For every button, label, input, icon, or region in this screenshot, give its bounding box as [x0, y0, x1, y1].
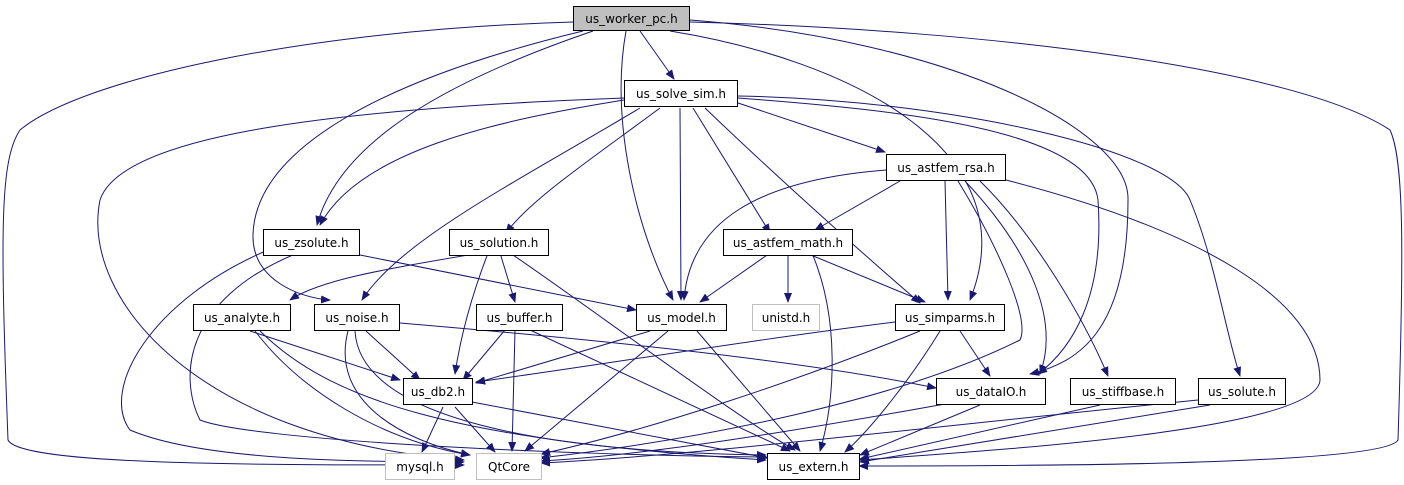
edge-astfem-rsa-to-qtcore	[539, 180, 1023, 461]
edge-db2-to-extern	[471, 401, 769, 461]
node-us-db2[interactable]: us_db2.h	[403, 378, 473, 405]
edge-model-to-qtcore	[524, 330, 669, 452]
edge-solution-to-buffer	[499, 252, 517, 303]
edge-solve-sim-to-dataio	[737, 97, 1100, 375]
node-us-worker-pc: us_worker_pc.h	[573, 6, 690, 31]
edge-model-to-db2	[475, 330, 651, 385]
edge-astfem-rsa-to-astfem-math	[814, 180, 901, 231]
edge-model-to-extern	[696, 330, 801, 452]
edge-solve-sim-to-solute	[737, 95, 1242, 377]
edge-worker-pc-to-qtcore	[2, 21, 574, 469]
edge-noise-to-qtcore	[344, 330, 471, 458]
node-us-dataio[interactable]: us_dataIO.h	[936, 378, 1046, 405]
edge-worker-pc-to-simparms	[669, 30, 983, 301]
edge-solve-sim-to-qtcore	[97, 97, 625, 464]
node-us-zsolute[interactable]: us_zsolute.h	[263, 229, 360, 256]
node-unistd: unistd.h	[752, 304, 820, 331]
edge-astfem-rsa-to-simparms	[943, 180, 952, 301]
node-us-solve-sim[interactable]: us_solve_sim.h	[624, 80, 738, 107]
node-mysql: mysql.h	[385, 453, 455, 480]
edge-analyte-to-extern	[259, 330, 767, 464]
edge-solute-to-extern	[859, 404, 1211, 465]
edge-analyte-to-db2	[249, 330, 401, 382]
node-us-buffer[interactable]: us_buffer.h	[476, 304, 563, 331]
edge-buffer-to-extern	[529, 329, 791, 452]
edge-zsolute-to-qtcore	[121, 249, 465, 466]
edge-worker-pc-to-extern	[689, 21, 1403, 470]
edge-solution-to-extern	[509, 252, 796, 451]
edge-astfem-math-to-extern	[811, 252, 833, 452]
node-us-analyte[interactable]: us_analyte.h	[193, 304, 291, 331]
edge-worker-pc-to-model	[620, 30, 674, 301]
node-us-simparms[interactable]: us_simparms.h	[895, 304, 1005, 331]
edge-solution-to-db2	[452, 252, 489, 375]
edge-worker-pc-to-noise	[252, 30, 584, 304]
node-us-stiffbase[interactable]: us_stiffbase.h	[1070, 378, 1176, 405]
edge-astfem-rsa-to-extern	[859, 179, 1321, 464]
edge-astfem-math-to-model	[699, 252, 771, 303]
edge-worker-pc-to-dataio	[689, 19, 1129, 376]
node-us-noise[interactable]: us_noise.h	[314, 304, 400, 331]
edge-db2-to-mysql	[421, 406, 444, 453]
edge-simparms-to-dataio	[959, 330, 991, 377]
edge-solve-sim-to-zsolute	[319, 99, 625, 226]
node-us-solute[interactable]: us_solute.h	[1198, 378, 1286, 405]
edge-zsolute-to-model	[359, 254, 637, 313]
edge-solve-sim-to-model	[676, 107, 685, 301]
node-us-extern[interactable]: us_extern.h	[767, 453, 860, 480]
edge-solve-sim-to-astfem-rsa	[737, 102, 886, 153]
edge-zsolute-to-extern	[189, 251, 767, 461]
edge-simparms-to-qtcore	[540, 330, 921, 456]
edge-astfem-rsa-to-dataio	[964, 180, 1047, 375]
edge-buffer-to-db2	[462, 329, 506, 381]
edge-worker-pc-to-zsolute	[315, 30, 594, 226]
edge-solution-to-analyte	[289, 252, 481, 301]
edge-solve-sim-to-astfem-math	[692, 107, 771, 234]
node-us-solution[interactable]: us_solution.h	[449, 229, 549, 256]
edge-astfem-rsa-to-stiffbase	[979, 180, 1109, 377]
edge-astfem-rsa-to-model	[680, 169, 887, 301]
edge-noise-to-extern	[354, 330, 767, 459]
edge-analyte-to-qtcore	[254, 330, 471, 458]
edge-solute-to-qtcore	[540, 399, 1199, 467]
edge-group	[2, 19, 1403, 470]
edge-solve-sim-to-noise	[361, 107, 641, 301]
node-us-model[interactable]: us_model.h	[636, 304, 727, 331]
edge-simparms-to-db2	[475, 321, 896, 385]
edge-noise-to-db2	[365, 330, 421, 381]
node-us-astfem-math[interactable]: us_astfem_math.h	[723, 229, 853, 256]
edge-solve-sim-to-solution	[505, 107, 661, 234]
edge-worker-pc-to-solve-sim	[639, 30, 675, 80]
edge-db2-to-qtcore	[454, 406, 496, 453]
edge-buffer-to-qtcore	[508, 329, 517, 452]
node-us-astfem-rsa[interactable]: us_astfem_rsa.h	[886, 154, 1006, 181]
edge-noise-to-dataio	[399, 322, 937, 391]
node-qtcore: QtCore	[476, 453, 542, 480]
edge-dataio-to-qtcore	[540, 403, 946, 465]
edge-astfem-math-to-simparms	[805, 252, 926, 303]
edge-simparms-to-extern	[844, 330, 941, 453]
edge-dataio-to-extern	[859, 404, 981, 456]
edge-solve-sim-to-simparms	[704, 107, 921, 304]
